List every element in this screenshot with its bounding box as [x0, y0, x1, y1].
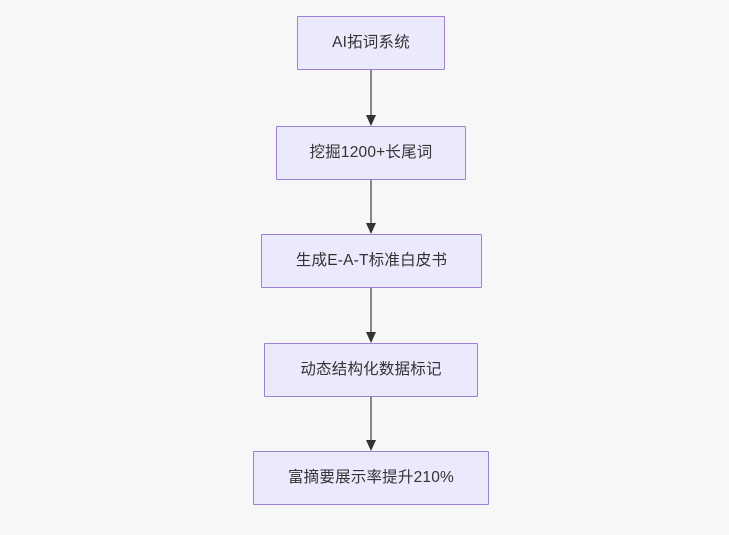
flow-node-ai-keyword-system[interactable]: AI拓词系统	[297, 16, 445, 70]
flow-node-label: 富摘要展示率提升210%	[287, 469, 455, 487]
flow-node-generate-eat-whitepaper[interactable]: 生成E-A-T标准白皮书	[261, 234, 482, 288]
edge-node3-to-node4	[366, 288, 376, 343]
arrowhead-icon	[366, 115, 376, 126]
flow-node-label: AI拓词系统	[332, 34, 410, 52]
flow-node-rich-snippet-rate-increase[interactable]: 富摘要展示率提升210%	[253, 451, 489, 505]
edge-node2-to-node3	[366, 180, 376, 234]
arrowhead-icon	[366, 332, 376, 343]
arrowhead-icon	[366, 440, 376, 451]
flow-node-label: 动态结构化数据标记	[300, 361, 442, 379]
edge-node4-to-node5	[366, 397, 376, 451]
flow-node-label: 生成E-A-T标准白皮书	[295, 252, 448, 270]
flow-node-label: 挖掘1200+长尾词	[309, 144, 433, 162]
flow-node-mine-longtail-keywords[interactable]: 挖掘1200+长尾词	[276, 126, 466, 180]
edge-node1-to-node2	[366, 70, 376, 126]
arrowhead-icon	[366, 223, 376, 234]
flow-node-dynamic-structured-data-markup[interactable]: 动态结构化数据标记	[264, 343, 478, 397]
